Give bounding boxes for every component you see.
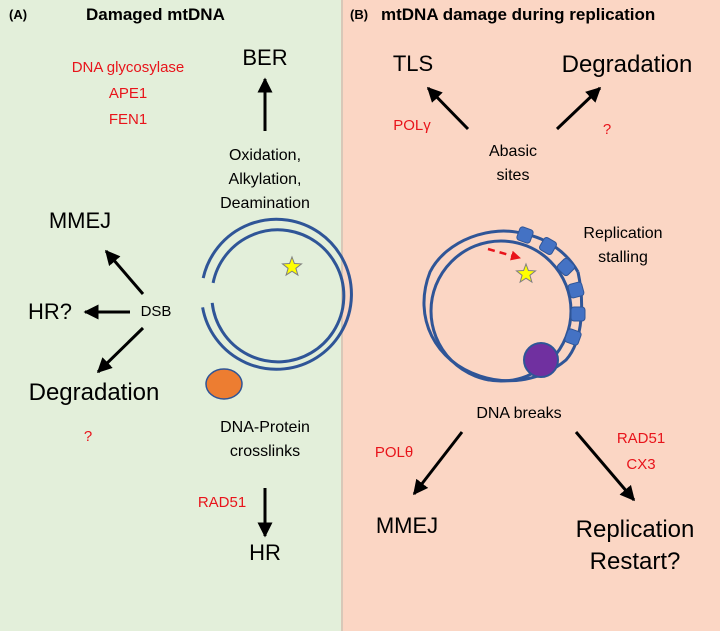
enzyme-fen1: FEN1 [108,111,148,128]
outer-strand [201,217,353,371]
crosslinked-protein [205,368,243,400]
polymerase-complex [523,342,559,378]
arrow-to-tls [426,86,470,131]
damage-types: Oxidation, Alkylation, Deamination [220,144,310,216]
panel-b-tag: (B) [350,7,369,22]
panel-a-tag: (A) [9,7,28,22]
abasic-line-1: Abasic [488,143,538,160]
replisome-beads [516,226,586,346]
abasic-line-2: sites [496,167,530,184]
degradation-label-b: Degradation [561,51,693,78]
replisome-bead [567,281,585,299]
replisome-bead [570,306,586,322]
arrow-to-degradation [96,326,145,374]
replisome-bead [556,257,576,277]
enzyme-dna-glycosylase: DNA glycosylase [71,59,185,76]
panel-b-background [343,0,720,631]
damage-alkylation: Alkylation, [228,171,302,188]
lesion-star-icon [515,262,537,284]
replication-restart-label: Replication Restart? [576,514,695,578]
crosslinks-line-1: DNA-Protein [220,419,310,436]
stalling-line-2: stalling [598,249,648,266]
ber-label: BER [242,45,288,70]
replisome-bead [516,226,534,244]
arrow-to-degradation-b [555,86,602,131]
replisome-bead [564,328,582,346]
restart-line-2: Restart? [589,548,681,575]
arrow-to-mmej [104,249,145,295]
ber-enzyme-list: DNA glycosylase APE1 FEN1 [72,55,185,133]
rad51-label-a: RAD51 [197,494,247,511]
dsb-label: DSB [140,303,172,320]
degradation-unknown-b: ? [602,121,612,138]
tls-label: TLS [392,51,434,76]
panel-a-title: Damaged mtDNA [86,5,225,24]
crosslinks-line-2: crosslinks [229,443,301,460]
damage-deamination: Deamination [220,195,310,212]
dna-breaks-label: DNA breaks [476,405,562,422]
hr-question-label: HR? [27,299,73,324]
panel-a-background [0,0,341,631]
rad51-label-b: RAD51 [616,430,666,447]
replication-stalling-label: Replication stalling [583,222,662,270]
damaged-mtdna-circle [201,217,353,371]
degradation-unknown-a: ? [83,428,93,445]
stalling-line-1: Replication [583,225,663,242]
degradation-label-a: Degradation [28,379,160,406]
restart-line-1: Replication [575,516,695,543]
abasic-sites-label: Abasic sites [489,140,537,188]
lesion-star-icon [281,255,303,277]
restart-factors: RAD51 CX3 [617,426,665,478]
damage-oxidation: Oxidation, [228,147,302,164]
crosslinks-label: DNA-Protein crosslinks [220,416,310,464]
polt-label: POLθ [374,444,414,461]
hr-label: HR [249,540,281,565]
inner-strand [210,228,346,364]
stalled-synthesis-arrow [487,247,521,261]
arrow-to-restart [574,431,636,502]
mmej-label-b: MMEJ [375,513,439,538]
mmej-label-a: MMEJ [48,208,112,233]
panel-b-title: mtDNA damage during replication [381,5,656,24]
replisome-bead [539,237,557,255]
enzyme-ape1: APE1 [108,85,148,102]
polg-label: POLγ [393,117,431,134]
arrow-to-mmej-b [412,431,464,496]
cx3-label: CX3 [626,456,656,473]
